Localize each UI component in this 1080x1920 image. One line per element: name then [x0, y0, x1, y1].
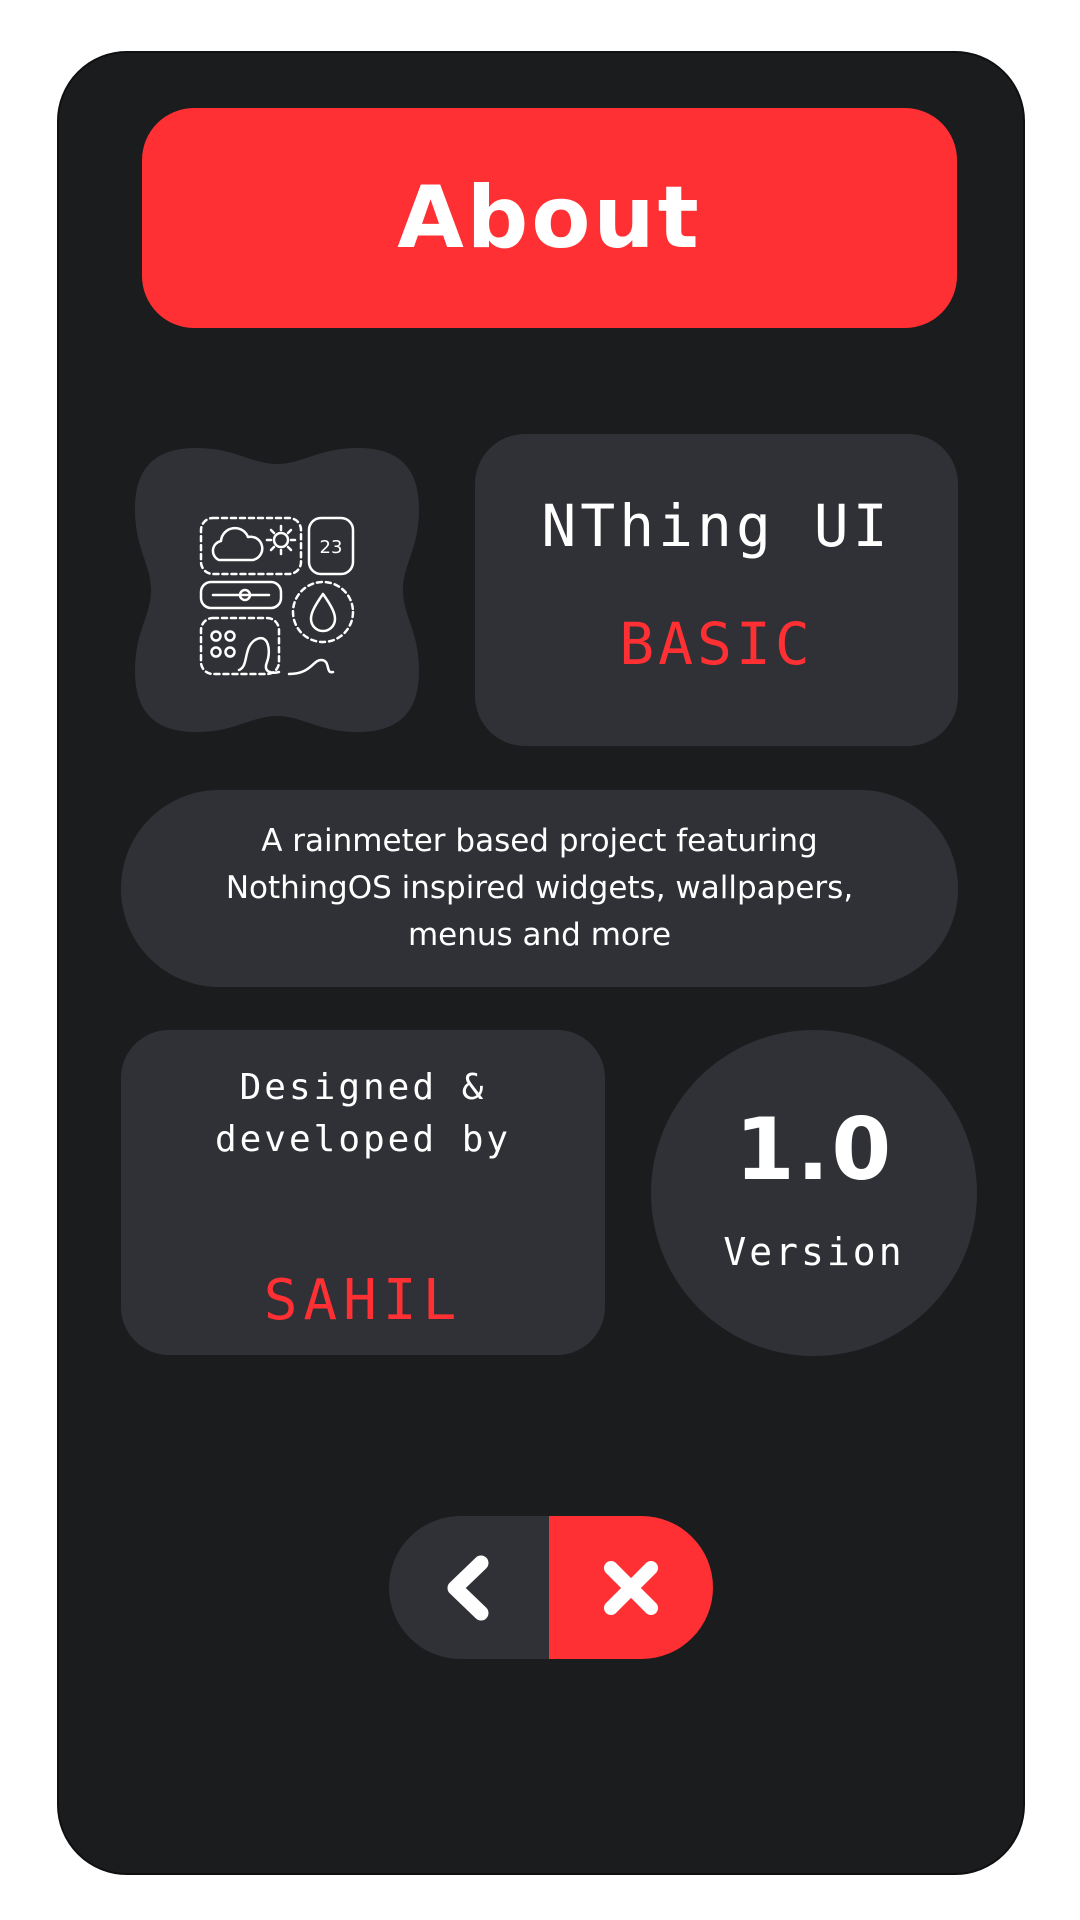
version-label: Version — [723, 1230, 905, 1274]
app-icon-card: 23 — [121, 434, 433, 746]
app-title-card: NThing UI BASIC — [475, 434, 958, 746]
credits-card: Designed & developed by SAHIL — [121, 1030, 605, 1355]
version-badge: 1.0 Version — [651, 1030, 977, 1356]
navigation-pill — [389, 1516, 713, 1659]
description-text: A rainmeter based project featuring Noth… — [225, 823, 854, 953]
header-banner: About — [142, 108, 957, 328]
close-icon — [604, 1560, 658, 1615]
app-edition: BASIC — [619, 610, 814, 678]
app-name: NThing UI — [541, 492, 892, 560]
date-badge: 23 — [320, 537, 343, 558]
back-button[interactable] — [389, 1516, 549, 1659]
author-name: SAHIL — [263, 1268, 463, 1333]
description-card: A rainmeter based project featuring Noth… — [121, 790, 958, 987]
credits-label: Designed & developed by — [214, 1067, 512, 1160]
page-title: About — [397, 168, 702, 268]
chevron-left-icon — [447, 1555, 489, 1620]
widgets-icon: 23 — [135, 448, 419, 732]
version-number: 1.0 — [734, 1100, 894, 1200]
close-button[interactable] — [549, 1516, 713, 1659]
